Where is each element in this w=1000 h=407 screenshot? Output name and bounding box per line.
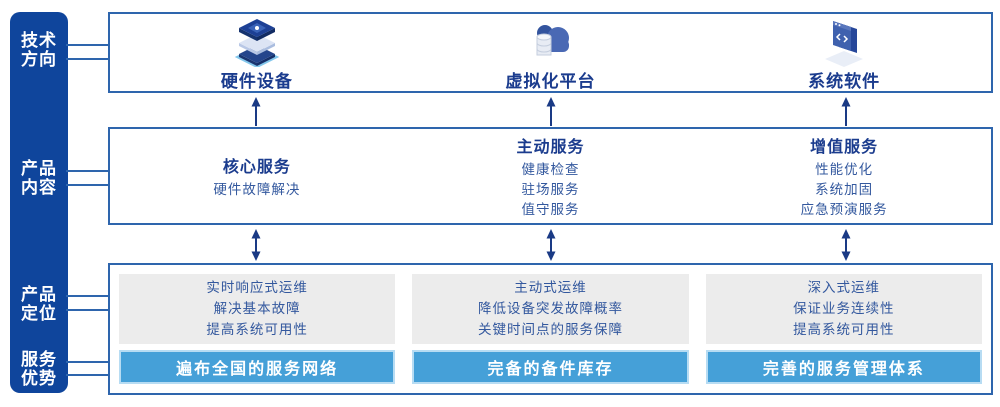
positioning-line: 降低设备突发故障概率 xyxy=(477,300,623,317)
service-column-title: 核心服务 xyxy=(222,156,291,176)
sidebar-label-service-advantage: 服务 优势 xyxy=(10,351,68,389)
sidebar-label-line: 方向 xyxy=(21,50,57,70)
double-arrow xyxy=(544,229,558,265)
sidebar-label-line: 产品 xyxy=(21,285,57,305)
service-item: 系统加固 xyxy=(815,181,874,198)
sidebar-label-line: 服务 xyxy=(21,350,57,370)
tech-item-virtualization: 虚拟化平台 xyxy=(404,14,698,92)
tech-item-hardware: 硬件设备 xyxy=(110,14,404,92)
connector-line xyxy=(66,295,110,297)
connector-line xyxy=(66,170,110,172)
double-arrow xyxy=(249,229,263,265)
service-item: 硬件故障解决 xyxy=(213,181,301,198)
advantage-banner: 完善的服务管理体系 xyxy=(705,350,982,384)
tech-item-label: 虚拟化平台 xyxy=(505,72,596,92)
sidebar-label-line: 技术 xyxy=(21,31,57,51)
connector-line xyxy=(66,361,110,363)
positioning-line: 主动式运维 xyxy=(514,279,587,296)
service-column-title: 增值服务 xyxy=(810,136,879,156)
tech-direction-box: 硬件设备 虚拟化平台 xyxy=(108,12,993,93)
positioning-line: 关键时间点的服务保障 xyxy=(477,321,623,338)
cloud-database-icon xyxy=(524,17,578,67)
service-column-proactive: 主动服务 健康检查 驻场服务 值守服务 xyxy=(404,129,698,223)
tech-item-label: 系统软件 xyxy=(808,72,881,92)
positioning-text-block: 主动式运维 降低设备突发故障概率 关键时间点的服务保障 xyxy=(412,274,689,344)
connector-line xyxy=(66,184,110,186)
positioning-line: 解决基本故障 xyxy=(213,300,301,317)
tech-item-system-software: 系统软件 xyxy=(697,14,991,92)
service-column-title: 主动服务 xyxy=(516,136,585,156)
positioning-text-block: 深入式运维 保证业务连续性 提高系统可用性 xyxy=(705,274,982,344)
tech-item-label: 硬件设备 xyxy=(220,72,293,92)
sidebar-label-line: 产品 xyxy=(21,159,57,179)
positioning-line: 提高系统可用性 xyxy=(206,321,308,338)
service-item: 驻场服务 xyxy=(521,181,580,198)
service-column-core: 核心服务 硬件故障解决 xyxy=(110,129,404,223)
server-stack-icon xyxy=(230,17,284,69)
double-arrow xyxy=(839,229,853,265)
sidebar-label-product-positioning: 产品 定位 xyxy=(10,286,68,324)
sidebar-label-line: 定位 xyxy=(21,304,57,324)
sidebar-label-product-content: 产品 内容 xyxy=(10,160,68,198)
connector-line xyxy=(66,309,110,311)
sidebar-label-line: 优势 xyxy=(21,369,57,389)
positioning-line: 实时响应式运维 xyxy=(206,279,308,296)
positioning-card: 主动式运维 降低设备突发故障概率 关键时间点的服务保障 完备的备件库存 xyxy=(412,274,689,384)
advantage-banner: 遍布全国的服务网络 xyxy=(119,350,396,384)
service-column-value-added: 增值服务 性能优化 系统加固 应急预演服务 xyxy=(697,129,991,223)
positioning-line: 提高系统可用性 xyxy=(793,321,895,338)
sidebar-category-bar: 技术 方向 产品 内容 产品 定位 服务 优势 xyxy=(10,12,68,393)
service-item: 值守服务 xyxy=(521,201,580,218)
positioning-line: 保证业务连续性 xyxy=(793,300,895,317)
positioning-advantage-box: 实时响应式运维 解决基本故障 提高系统可用性 遍布全国的服务网络 主动式运维 降… xyxy=(108,263,993,395)
positioning-card: 深入式运维 保证业务连续性 提高系统可用性 完善的服务管理体系 xyxy=(705,274,982,384)
connector-line xyxy=(66,374,110,376)
connector-line xyxy=(66,58,110,60)
positioning-card: 实时响应式运维 解决基本故障 提高系统可用性 遍布全国的服务网络 xyxy=(119,274,396,384)
advantage-banner: 完备的备件库存 xyxy=(412,350,689,384)
up-arrow xyxy=(249,97,263,131)
connector-line xyxy=(66,44,110,46)
positioning-text-block: 实时响应式运维 解决基本故障 提高系统可用性 xyxy=(119,274,396,344)
code-window-icon xyxy=(817,17,871,67)
service-item: 健康检查 xyxy=(521,161,580,178)
up-arrow xyxy=(544,97,558,131)
positioning-line: 深入式运维 xyxy=(807,279,881,296)
sidebar-label-line: 内容 xyxy=(21,178,57,198)
sidebar-label-tech-direction: 技术 方向 xyxy=(10,32,68,70)
up-arrow xyxy=(839,97,853,131)
product-content-box: 核心服务 硬件故障解决 主动服务 健康检查 驻场服务 值守服务 增值服务 性能优… xyxy=(108,127,993,225)
service-item: 性能优化 xyxy=(815,161,874,178)
service-item: 应急预演服务 xyxy=(800,201,888,218)
